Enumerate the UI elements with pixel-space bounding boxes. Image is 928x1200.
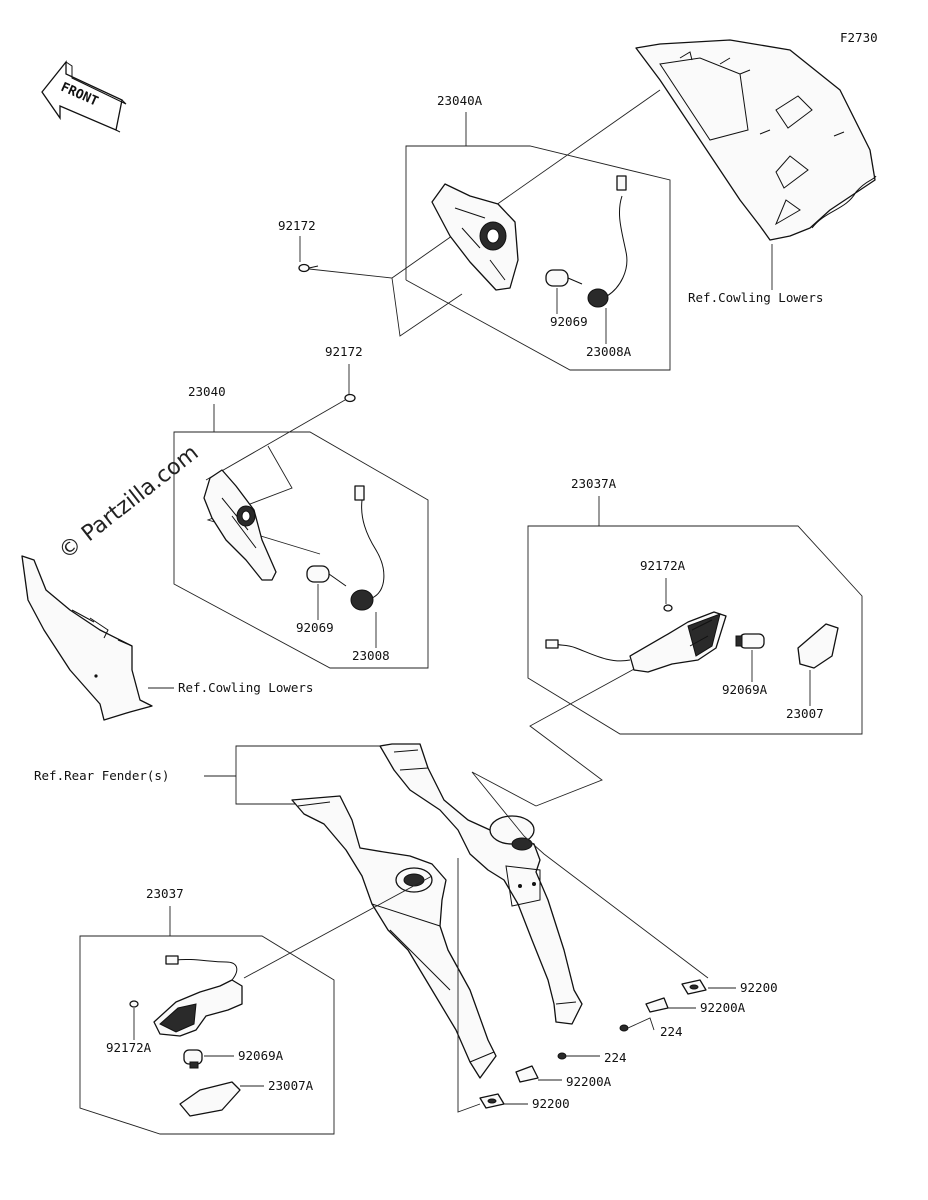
- lens-23007: [797, 623, 839, 669]
- ref-cowling-left: Ref.Cowling Lowers: [178, 680, 313, 695]
- clip-92200-right: [681, 979, 707, 995]
- callout-23007A: 23007A: [268, 1078, 314, 1093]
- group-23040A: 23040A 92172 92069 23008A: [278, 89, 671, 371]
- cowling-lower-right-ref: Ref.Cowling Lowers: [635, 39, 877, 305]
- callout-23037A: 23037A: [571, 476, 617, 491]
- callout-23037: 23037: [146, 886, 184, 901]
- clip-92200A-left: [515, 1065, 539, 1083]
- ref-cowling-top: Ref.Cowling Lowers: [688, 290, 823, 305]
- lens-23007A: [179, 1081, 241, 1117]
- screw-92172-mid: [344, 393, 356, 403]
- socket-23008A: [587, 175, 628, 308]
- screw-92172A-right: [663, 604, 673, 612]
- cowling-lower-left-ref: Ref.Cowling Lowers: [21, 555, 313, 721]
- bulb-92069-mid: [306, 565, 347, 587]
- clip-92200-left: [479, 1093, 505, 1109]
- callout-23008A: 23008A: [586, 344, 632, 359]
- group-23037: 23037 92172A 92069A 23007A: [79, 886, 335, 1135]
- clip-92200A-right: [645, 997, 669, 1013]
- callout-23040: 23040: [188, 384, 226, 399]
- callout-224-left: 224: [604, 1050, 627, 1065]
- callout-92200-left: 92200: [532, 1096, 570, 1111]
- callout-92200A-left: 92200A: [566, 1074, 612, 1089]
- callout-92172A-right: 92172A: [640, 558, 686, 573]
- group-23040: 92172 23040 92069 23008: [173, 344, 429, 669]
- nut-224-left: [557, 1052, 567, 1060]
- bulb-92069-top: [545, 269, 583, 287]
- callout-92200-right: 92200: [740, 980, 778, 995]
- callout-224-right: 224: [660, 1024, 683, 1039]
- group-23037A: 23037A 92172A 92069A 23007: [527, 476, 863, 807]
- socket-23008: [350, 485, 385, 611]
- ref-rear-fender: Ref.Rear Fender(s): [34, 768, 169, 783]
- screw-92172A-left: [129, 1000, 139, 1008]
- callout-92200A-right: 92200A: [700, 1000, 746, 1015]
- callout-92172-top: 92172: [278, 218, 316, 233]
- callout-23008: 23008: [352, 648, 390, 663]
- figure-code: F2730: [840, 30, 878, 45]
- front-direction-arrow: FRONT: [41, 60, 127, 133]
- callout-23040A: 23040A: [437, 93, 483, 108]
- watermark: © Partzilla.com: [54, 441, 203, 565]
- bulb-92069A-right: [735, 633, 765, 649]
- rear-fender-ref: Ref.Rear Fender(s): [34, 745, 380, 805]
- callout-92069A-right: 92069A: [722, 682, 768, 697]
- nut-224-right: [619, 1024, 629, 1032]
- callout-92069-mid: 92069: [296, 620, 334, 635]
- bulb-92069A-left: [183, 1049, 203, 1069]
- front-turn-signal-left: [203, 469, 277, 581]
- callout-92069-top: 92069: [550, 314, 588, 329]
- callout-92172A-left: 92172A: [106, 1040, 152, 1055]
- callout-92069A-left: 92069A: [238, 1048, 284, 1063]
- callout-92172-mid: 92172: [325, 344, 363, 359]
- screw-92172-top: [298, 263, 319, 273]
- rear-fender-bracket-right: [379, 743, 583, 1025]
- front-turn-signal-right: [431, 183, 519, 291]
- callout-23007: 23007: [786, 706, 824, 721]
